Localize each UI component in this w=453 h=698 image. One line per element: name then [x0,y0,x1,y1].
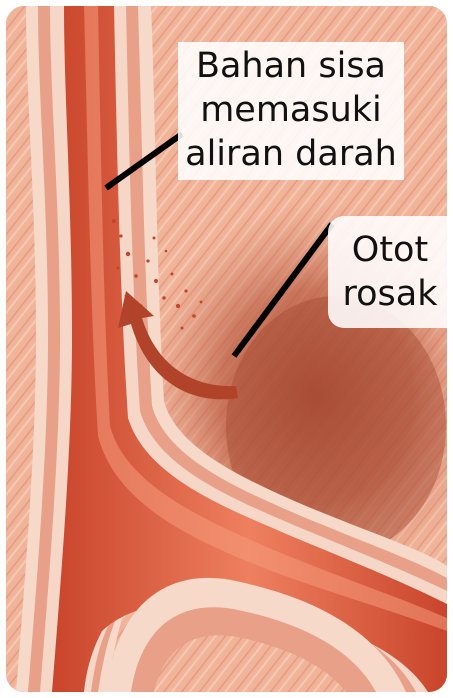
label-waste-enters-bloodstream: Bahan sisa memasuki aliran darah [178,42,404,180]
diagram-frame: Bahan sisa memasuki aliran darah Otot ro… [6,6,447,692]
label-damaged-muscle: Otot rosak [328,216,447,328]
